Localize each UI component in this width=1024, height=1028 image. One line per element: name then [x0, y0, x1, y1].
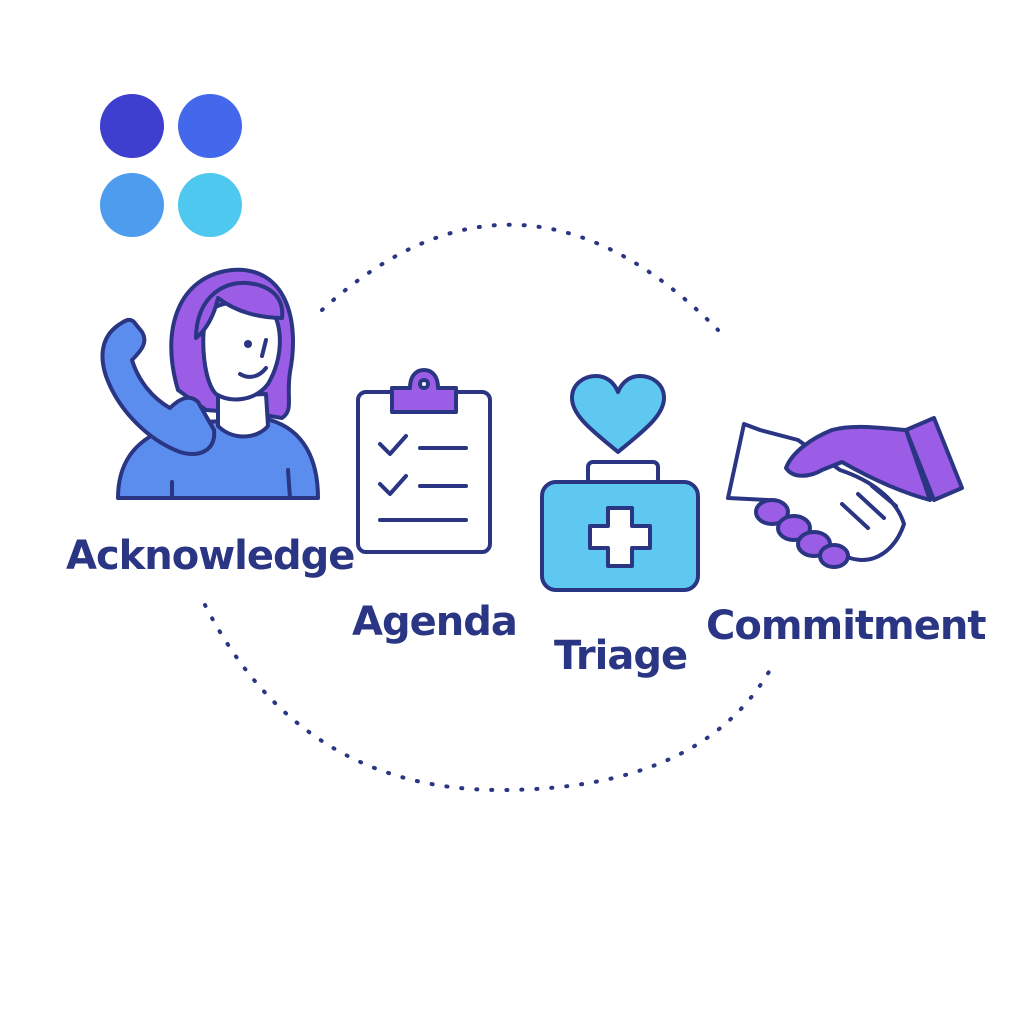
- shirt-seam: [286, 468, 292, 500]
- cycle-arc-bottom: [203, 603, 772, 793]
- handshake-cuff: [904, 416, 964, 502]
- handshake-right-hand: [784, 424, 932, 502]
- handshake-icon: [726, 416, 964, 569]
- logo-dot: [178, 173, 242, 237]
- handshake-finger-lines: [840, 484, 898, 530]
- phone-handset-icon: [100, 317, 217, 456]
- person-eye: [244, 340, 252, 348]
- finger: [754, 498, 790, 526]
- step-label-commitment: Commitment: [706, 603, 986, 649]
- heart-icon: [570, 374, 666, 454]
- logo-dot: [100, 94, 164, 158]
- first-aid-kit-heart-icon: [540, 374, 700, 592]
- medical-cross-icon: [588, 506, 652, 568]
- step-label-agenda: Agenda: [352, 599, 518, 645]
- person-smile: [238, 366, 268, 379]
- person-nose: [260, 338, 268, 358]
- checkmark: [378, 474, 408, 496]
- person-on-phone-icon: [100, 267, 320, 500]
- clipboard-board: [356, 390, 492, 554]
- clipboard-checklist-icon: [356, 368, 492, 554]
- checkmark: [378, 434, 408, 456]
- cycle-arc-top: [320, 222, 720, 332]
- step-label-triage: Triage: [554, 633, 688, 679]
- clipboard-clip: [390, 368, 458, 414]
- logo-dot: [178, 94, 242, 158]
- person-bangs: [194, 280, 285, 340]
- step-label-acknowledge: Acknowledge: [66, 533, 355, 579]
- clipboard-clip-hole: [418, 378, 430, 390]
- person-neck: [216, 392, 270, 439]
- finger: [818, 543, 850, 569]
- logo-dot: [100, 173, 164, 237]
- dotted-cycle: [203, 222, 772, 793]
- brand-dots-logo: [100, 94, 242, 237]
